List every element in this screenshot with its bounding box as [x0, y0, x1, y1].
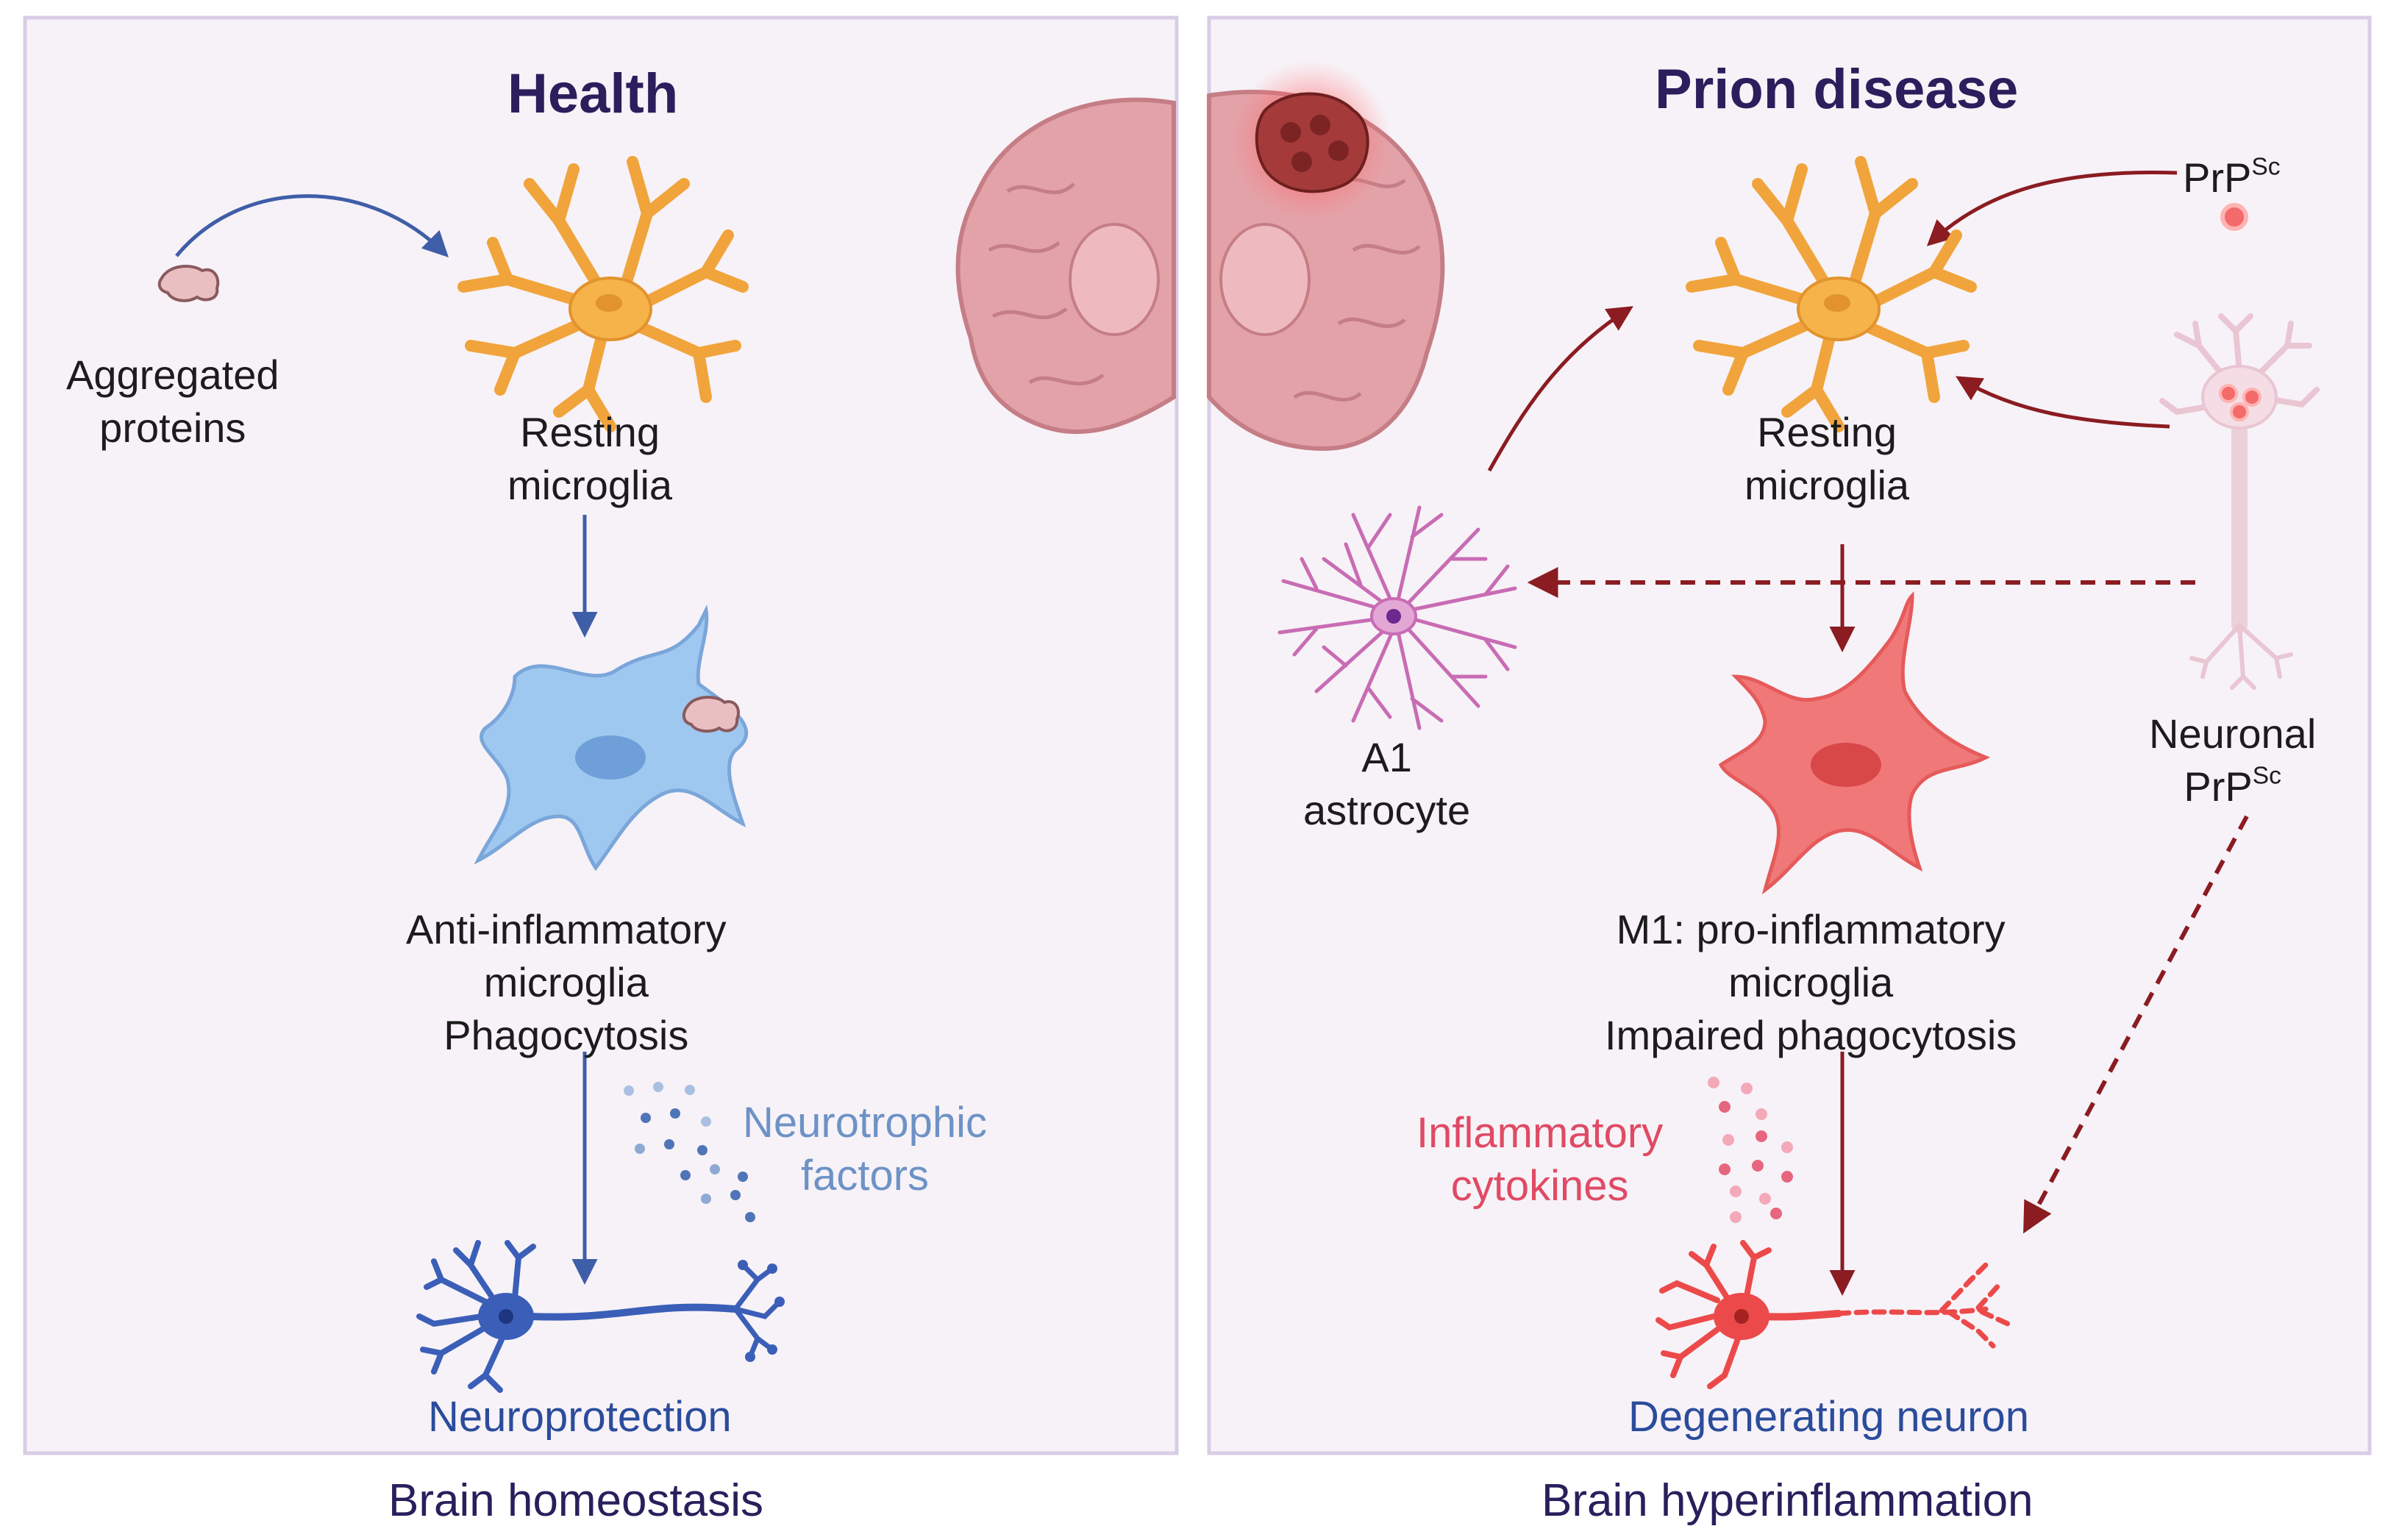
neurotrophic-factors-label: Neurotrophic factors: [743, 1099, 988, 1199]
aggregated-protein-icon: [157, 265, 220, 302]
resting-microglia-icon: [1686, 156, 1977, 432]
prpsc-particle-icon: [2220, 203, 2248, 231]
arrow-neuron-to-microglia: [1955, 376, 2170, 429]
anti-inflammatory-microglia-label: Anti-inflammatory microglia Phagocytosis: [406, 906, 727, 1058]
prion-disease-title: Prion disease: [1655, 58, 2019, 121]
dashed-arrow-neuron-to-degenerating: [2023, 815, 2249, 1234]
healthy-neuron-icon: [416, 1240, 785, 1393]
neuronal-prpsc-neuron-icon: [2159, 313, 2320, 690]
resting-microglia-icon: [457, 156, 749, 432]
prion-resting-microglia-label: Resting microglia: [1744, 409, 1910, 508]
neuronal-prpsc-label: Neuronal PrPSc: [2149, 710, 2317, 810]
arrow-prpsc-to-microglia: [1926, 171, 2178, 246]
aggregated-proteins-label: Aggregated proteins: [66, 352, 279, 451]
arrow-astrocyte-to-microglia: [1487, 306, 1633, 472]
m1-microglia-label: M1: pro-inflammatory microglia Impaired …: [1605, 906, 2017, 1058]
neurotrophic-factor-dots-icon: [624, 1082, 755, 1222]
brain-homeostasis-caption: Brain homeostasis: [388, 1475, 764, 1526]
health-resting-microglia-label: Resting microglia: [507, 409, 673, 508]
brain-section-icon: [955, 60, 1445, 452]
inflammatory-cytokines-label: Inflammatory cytokines: [1416, 1109, 1664, 1210]
health-title: Health: [507, 63, 679, 125]
neuroprotection-label: Neuroprotection: [428, 1393, 732, 1441]
arrow-protein-to-microglia: [175, 194, 449, 257]
a1-astrocyte-icon: [1277, 505, 1517, 730]
inflammatory-cytokine-dots-icon: [1708, 1077, 1793, 1223]
degenerating-neuron-label: Degenerating neuron: [1628, 1393, 2029, 1441]
prpsc-label: PrPSc: [2183, 153, 2281, 201]
anti-inflammatory-microglia-icon: [474, 604, 749, 871]
a1-astrocyte-label: A1 astrocyte: [1303, 734, 1471, 833]
m1-microglia-icon: [1718, 591, 1991, 895]
degenerating-neuron-icon: [1655, 1240, 2011, 1389]
engulfed-protein-icon: [682, 696, 740, 733]
brain-hyperinflammation-caption: Brain hyperinflammation: [1541, 1475, 2034, 1526]
